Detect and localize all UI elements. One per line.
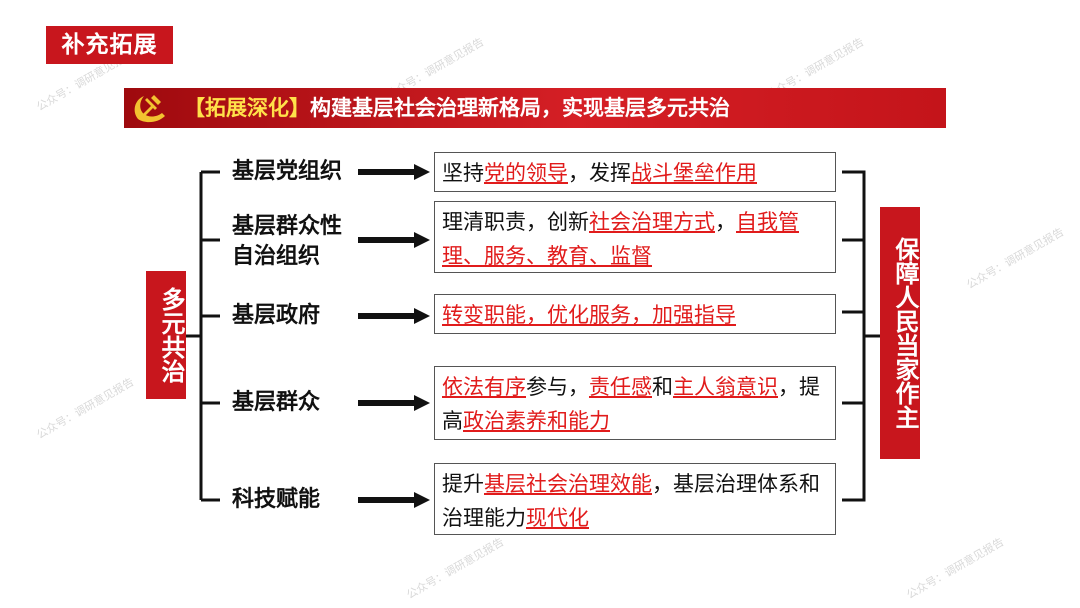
body-text: 和 — [652, 375, 673, 399]
highlight-text: 转变职能，优化服务，加强指导 — [442, 303, 736, 327]
highlight-text: 自我管理、服务、教育、监督 — [442, 210, 799, 268]
highlight-text: 依法有序 — [442, 375, 526, 399]
right-bracket — [842, 170, 866, 502]
highlight-text: 现代化 — [526, 506, 589, 530]
row-label: 基层群众性自治组织 — [232, 214, 343, 269]
arrow-icon — [358, 492, 430, 508]
row-label: 基层群众 — [232, 390, 321, 415]
banner-heading: 构建基层社会治理新格局，实现基层多元共治 — [310, 96, 730, 120]
party-emblem-icon — [134, 95, 165, 123]
highlight-text: 社会治理方式 — [589, 210, 715, 234]
row-label: 科技赋能 — [232, 487, 321, 512]
section-tag: 补充拓展 — [46, 26, 173, 64]
row-label: 基层政府 — [232, 303, 321, 328]
body-text: 参与， — [526, 375, 589, 399]
body-text: 提升 — [442, 472, 484, 496]
arrow-icon — [358, 164, 430, 180]
content-box: 依法有序参与，责任感和主人翁意识，提高政治素养和能力 — [434, 366, 836, 440]
body-text: ，提高 — [442, 375, 820, 433]
highlight-text: 主人翁意识 — [673, 375, 778, 399]
body-text: ，发挥 — [568, 161, 631, 185]
left-label-box: 多元共治 — [146, 271, 186, 399]
arrow-icon — [358, 308, 430, 324]
body-text: ， — [715, 210, 736, 234]
title-banner: 【拓展深化】构建基层社会治理新格局，实现基层多元共治 — [124, 88, 946, 128]
banner-bracket: 【拓展深化】 — [184, 96, 310, 120]
content-box: 理清职责，创新社会治理方式，自我管理、服务、教育、监督 — [434, 201, 836, 273]
highlight-text: 战斗堡垒作用 — [631, 161, 757, 185]
row-label: 基层党组织 — [232, 159, 343, 184]
highlight-text: 责任感 — [589, 375, 652, 399]
body-text: 坚持 — [442, 161, 484, 185]
body-text: ，基层治理体系和治理能力 — [442, 472, 820, 530]
highlight-text: 党的领导 — [484, 161, 568, 185]
content-box: 提升基层社会治理效能，基层治理体系和治理能力现代化 — [434, 463, 836, 535]
highlight-text: 基层社会治理效能 — [484, 472, 652, 496]
content-box: 坚持党的领导，发挥战斗堡垒作用 — [434, 152, 836, 192]
body-text: 理清职责，创新 — [442, 210, 589, 234]
right-label-box: 保障人民当家作主 — [880, 207, 920, 459]
arrow-icon — [358, 395, 430, 411]
content-box: 转变职能，优化服务，加强指导 — [434, 294, 836, 334]
banner-title: 【拓展深化】构建基层社会治理新格局，实现基层多元共治 — [184, 88, 730, 128]
arrow-icon — [358, 232, 430, 248]
highlight-text: 政治素养和能力 — [463, 409, 610, 433]
